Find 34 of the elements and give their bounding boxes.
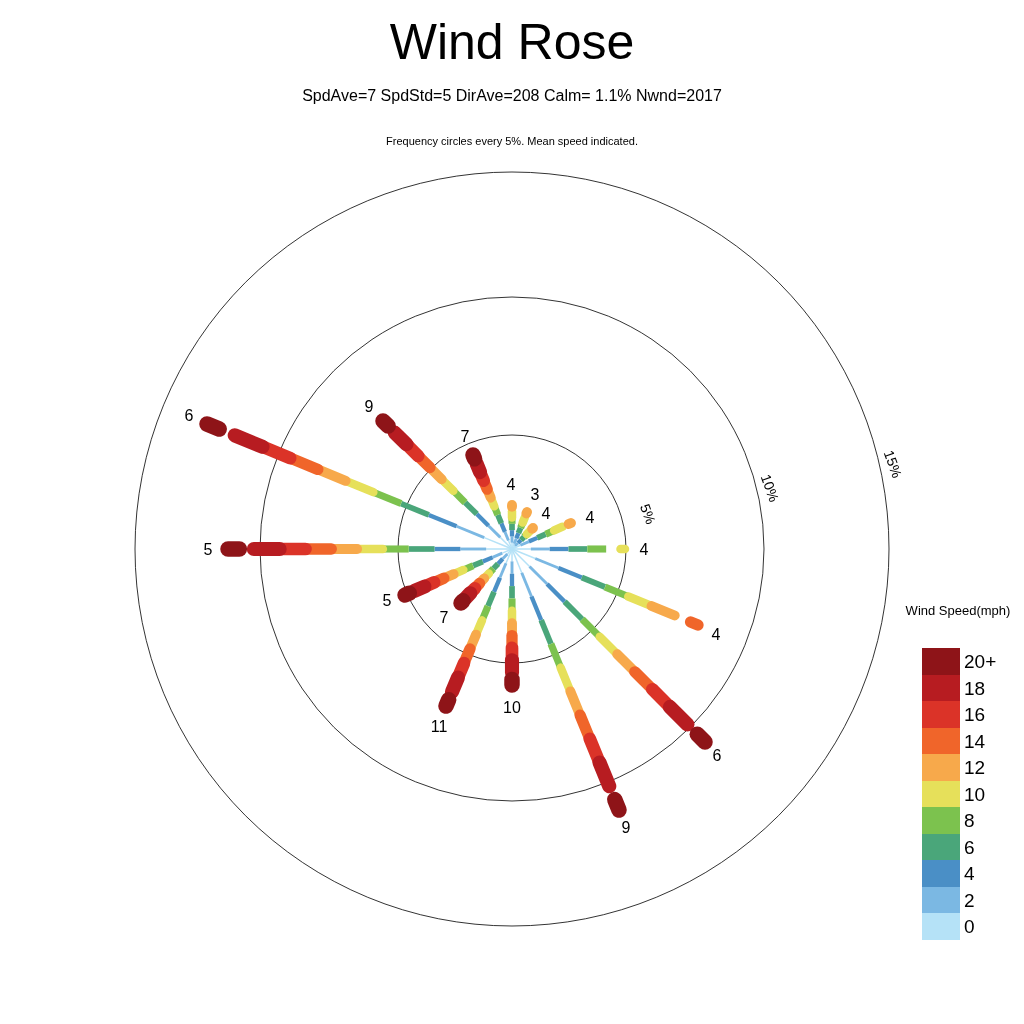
ring-label: 10% (757, 472, 783, 504)
speed-label: 4 (506, 476, 516, 494)
legend-label: 6 (964, 836, 975, 859)
legend-label: 8 (964, 810, 975, 832)
speed-label: 4 (639, 541, 649, 559)
speed-label: 9 (621, 819, 631, 837)
speed-label: 5 (382, 592, 392, 610)
chart-title: Wind Rose (389, 13, 635, 71)
legend-label: 20+ (964, 651, 997, 673)
ring-label: 5% (637, 501, 659, 527)
speed-label: 9 (364, 398, 374, 416)
speed-label: 6 (184, 407, 194, 425)
legend-label: 4 (964, 863, 975, 885)
chart-subtitle: SpdAve=7 SpdStd=5 DirAve=208 Calm= 1.1% Nwnd=2017 (302, 87, 722, 105)
speed-label: 4 (711, 626, 721, 644)
legend-label: 16 (964, 704, 986, 726)
speed-label: 11 (430, 718, 448, 736)
ring-label: 15% (880, 448, 906, 480)
speed-label: 6 (712, 747, 722, 765)
speed-label: 10 (503, 699, 521, 717)
speed-label: 7 (439, 609, 449, 627)
speed-label: 3 (530, 486, 540, 504)
legend-label: 10 (964, 783, 986, 806)
chart-note: Frequency circles every 5%. Mean speed indicated. (386, 135, 638, 147)
legend-label: 2 (964, 889, 975, 912)
legend-label: 14 (964, 730, 986, 753)
speed-label: 7 (460, 428, 470, 446)
legend-title: Wind Speed(mph) (905, 602, 1011, 618)
speed-label: 4 (541, 505, 551, 523)
legend-label: 12 (964, 757, 986, 779)
speed-label: 5 (203, 541, 213, 559)
speed-label: 4 (585, 509, 595, 527)
legend-label: 18 (964, 677, 986, 700)
legend-label: 0 (964, 916, 975, 938)
